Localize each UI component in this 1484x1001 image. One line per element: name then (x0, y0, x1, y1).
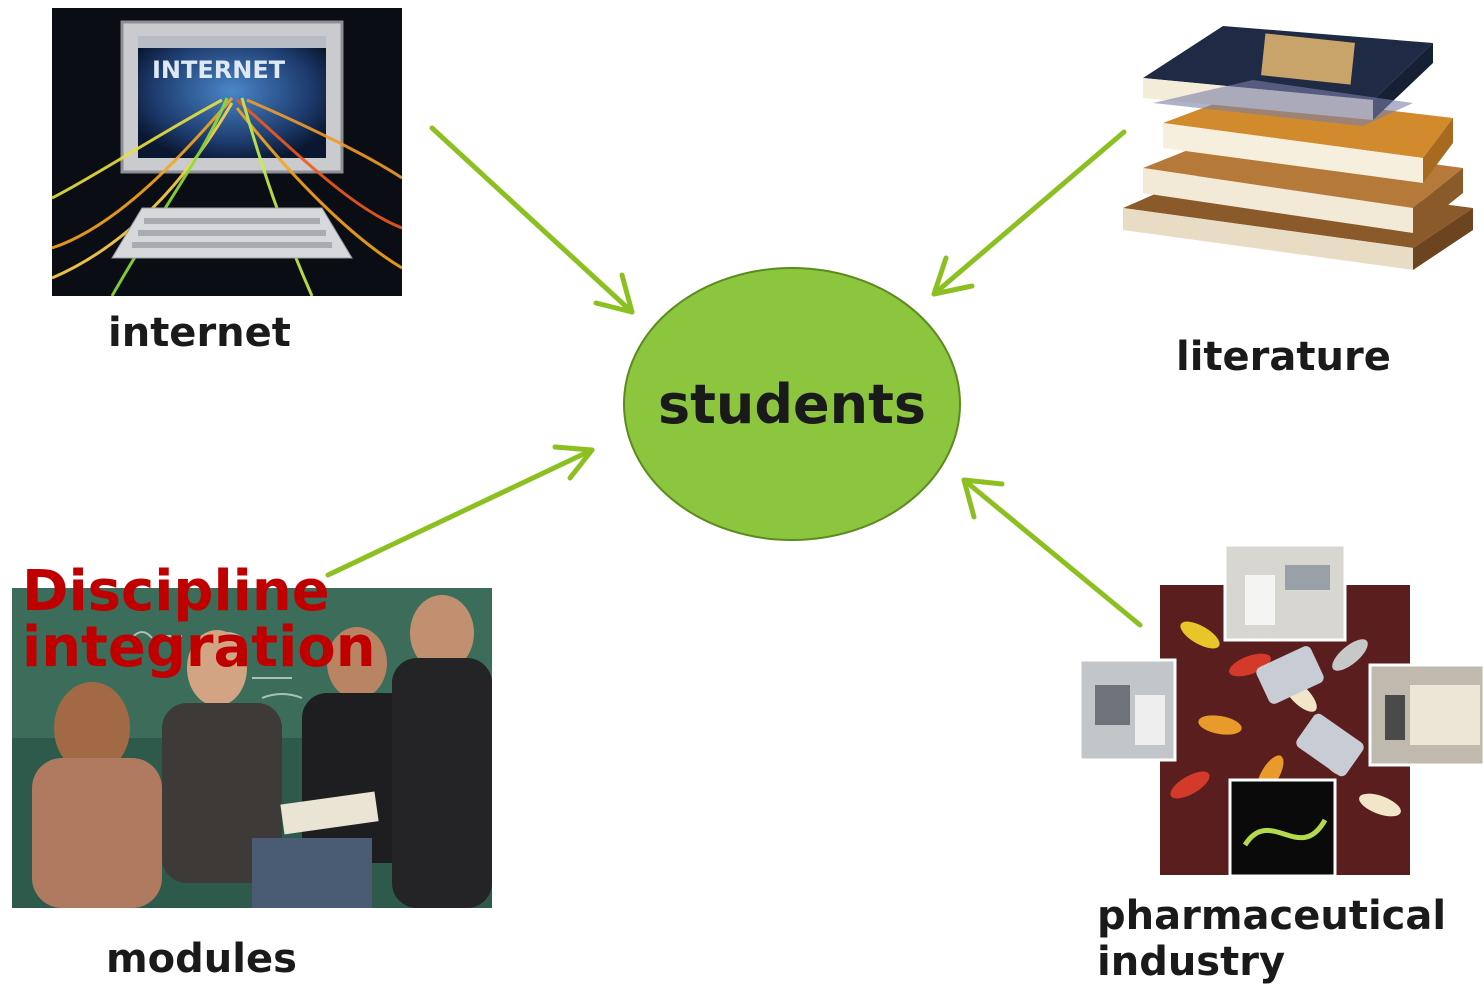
pharmaceutical-collage-image (1080, 545, 1484, 876)
modules-label: modules (106, 936, 297, 982)
internet-screen-text: INTERNET (152, 56, 286, 84)
arrow-internet-head (593, 272, 635, 315)
pharma-label-line1: pharmaceutical (1097, 893, 1447, 939)
arrow-modules-to-students (325, 447, 595, 578)
literature-label: literature (1176, 334, 1391, 380)
discipline-line2: integration (22, 615, 376, 680)
modules-classroom-image (12, 588, 492, 908)
discipline-integration-overlay: Discipline integration (22, 564, 376, 676)
arrow-pharma-to-students (961, 477, 1143, 628)
discipline-line1: Discipline (22, 559, 330, 624)
arrow-internet-to-students (429, 125, 635, 315)
internet-label: internet (108, 310, 291, 356)
students-ellipse (623, 267, 961, 541)
pharmaceutical-industry-label: pharmaceutical industry (1097, 893, 1446, 985)
books-image (1113, 8, 1484, 316)
arrow-literature-head (931, 255, 975, 297)
students-label: students (657, 372, 927, 436)
internet-image: INTERNET (52, 8, 402, 296)
pharma-label-line2: industry (1097, 939, 1286, 985)
arrow-modules-head (552, 444, 595, 481)
arrow-pharma-head (961, 477, 1005, 520)
arrow-literature-to-students (931, 129, 1127, 297)
